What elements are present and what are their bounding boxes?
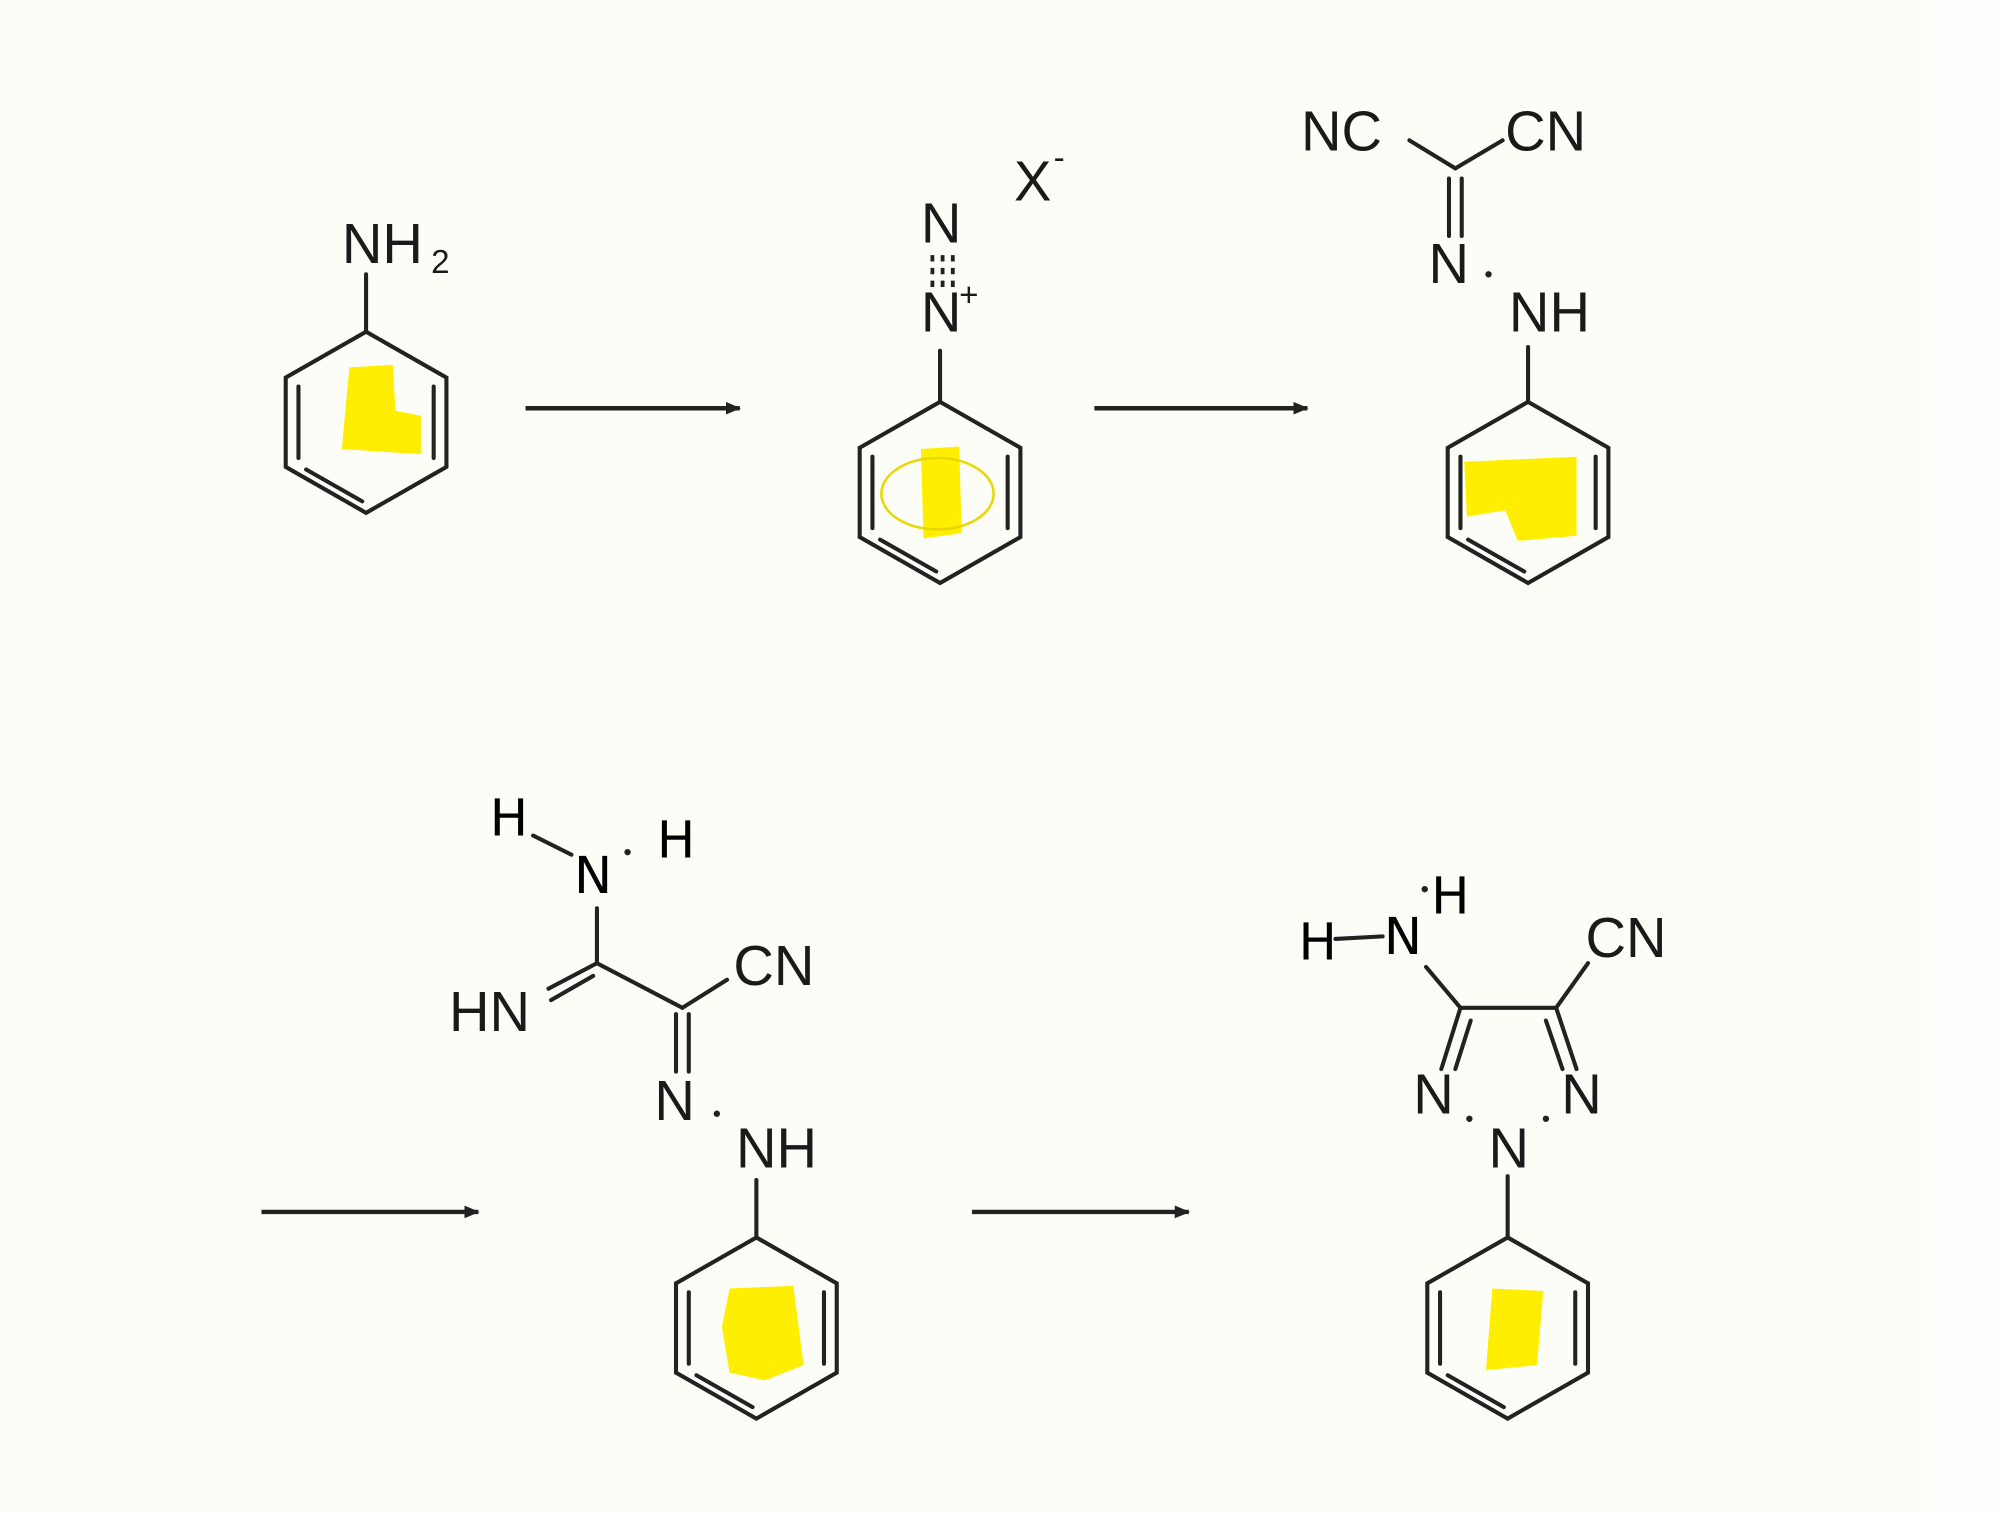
- anion-charge: -: [1054, 139, 1065, 176]
- counterion-label: X: [1014, 149, 1051, 212]
- molecule-hydrazono-malononitrile: NH N NC CN: [1301, 100, 1611, 586]
- highlight-blob: [341, 364, 421, 455]
- highlight-blob: [920, 446, 962, 539]
- amine-n-label: N: [574, 847, 612, 906]
- highlight-ellipse: [880, 456, 995, 531]
- n-label: N: [654, 1069, 695, 1132]
- h-label-2: H: [657, 811, 695, 870]
- molecule-aniline: NH 2: [283, 212, 450, 516]
- h-label-2: H: [1431, 867, 1469, 926]
- benzene-ring: [1445, 399, 1611, 586]
- highlight-blob: [721, 1285, 804, 1381]
- cn-label: CN: [733, 934, 814, 997]
- highlight-blob: [1464, 456, 1577, 541]
- n-label: N: [1429, 232, 1470, 295]
- amine-n-label: N: [1384, 908, 1422, 967]
- highlight-blob: [1485, 1288, 1544, 1371]
- n-terminal-label: N: [921, 191, 962, 254]
- n3-label: N: [1561, 1063, 1602, 1126]
- cn-label: CN: [1585, 906, 1666, 969]
- benzene-ring: [1425, 1235, 1591, 1421]
- amine-label: NH: [342, 212, 423, 275]
- nc-label: NC: [1301, 100, 1382, 163]
- imine-label: HN: [449, 980, 530, 1043]
- benzene-ring: [283, 329, 449, 516]
- n1-label: N: [1413, 1063, 1454, 1126]
- benzene-ring: [857, 399, 1023, 586]
- cn-label: CN: [1505, 100, 1586, 163]
- n-plus-label: N: [921, 281, 962, 344]
- right-margin: [1926, 0, 2000, 1513]
- molecule-diazonium: N + N X -: [857, 139, 1065, 586]
- h-label-1: H: [490, 790, 528, 849]
- molecule-amino-triazole: N N N CN N H H: [1298, 867, 1666, 1421]
- positive-charge: +: [959, 277, 978, 314]
- n2-label: N: [1489, 1116, 1530, 1179]
- nh-label: NH: [736, 1116, 817, 1179]
- subscript-2: 2: [431, 244, 449, 281]
- benzene-ring: [673, 1235, 839, 1421]
- nh-label: NH: [1509, 281, 1590, 344]
- molecule-amidine-hydrazone: NH N CN HN N H H: [449, 790, 839, 1421]
- h-label-1: H: [1298, 913, 1336, 972]
